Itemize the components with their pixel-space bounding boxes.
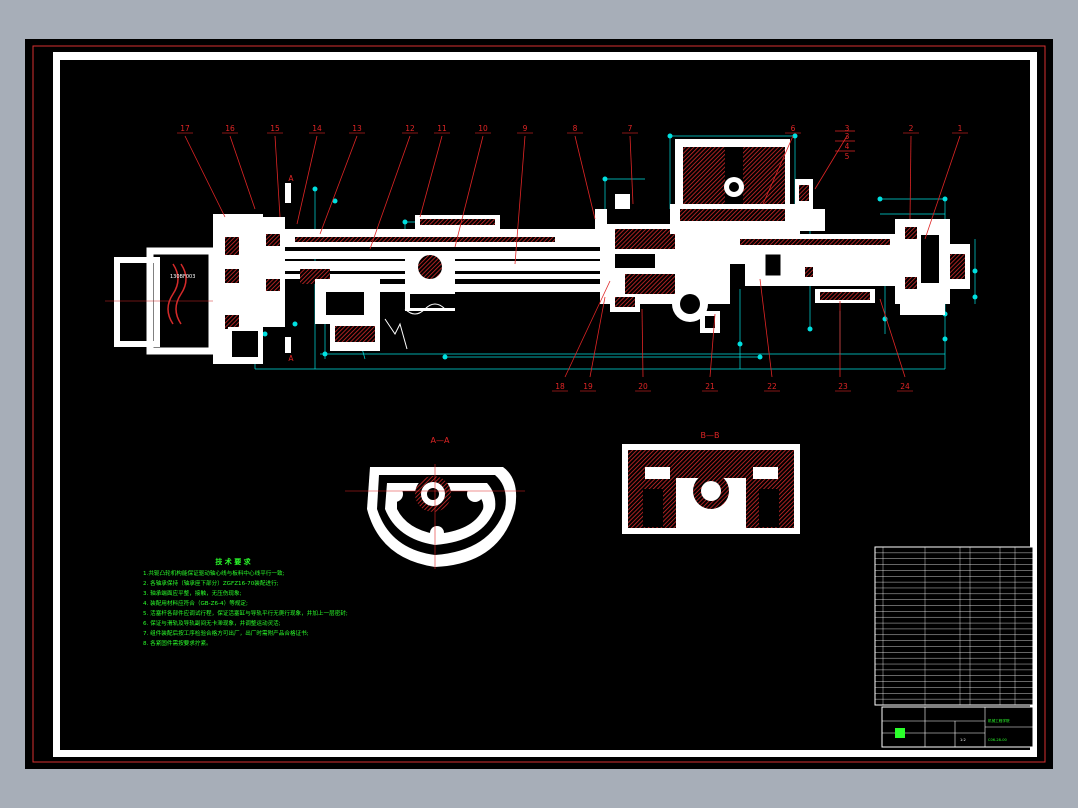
balloon-21: 21 bbox=[705, 382, 715, 391]
balloon-2: 2 bbox=[909, 124, 914, 133]
balloon-stack-5: 5 bbox=[845, 152, 850, 161]
notes-line: 6. 保证与滑轨及导轨副间无卡滞现象，并调整运动灵活; bbox=[143, 619, 281, 627]
technical-notes: 技 术 要 求 1.共轭凸轮机构能保证驱动轴心线与板料中心线平行一致; 2. 各… bbox=[143, 557, 348, 647]
notes-line: 1.共轭凸轮机构能保证驱动轴心线与板料中心线平行一致; bbox=[143, 569, 285, 577]
section-marker-bottom: A bbox=[288, 354, 294, 363]
balloon-9: 9 bbox=[523, 124, 528, 133]
cad-viewport[interactable]: 130BF003 bbox=[25, 39, 1053, 769]
balloon-10: 10 bbox=[478, 124, 488, 133]
cad-drawing: 130BF003 bbox=[32, 45, 1046, 763]
balloon-11: 11 bbox=[437, 124, 447, 133]
title-block: 机械工程学院 1:2 C06-28-00 bbox=[881, 706, 1034, 748]
section-marker-top: A bbox=[288, 174, 294, 183]
balloon-12: 12 bbox=[405, 124, 415, 133]
balloon-17: 17 bbox=[180, 124, 190, 133]
section-aa-title: A—A bbox=[431, 436, 450, 445]
main-assembly: 130BF003 bbox=[105, 124, 978, 392]
balloon-14: 14 bbox=[312, 124, 322, 133]
notes-line: 7. 组件装配后按工序检验合格方可出厂，出厂时需附产品合格证书; bbox=[143, 629, 309, 637]
scale-value: 1:2 bbox=[960, 738, 966, 742]
company-name: 机械工程学院 bbox=[988, 718, 1010, 723]
balloon-6: 6 bbox=[791, 124, 796, 133]
balloon-24: 24 bbox=[900, 382, 910, 391]
frame-inner bbox=[60, 60, 1030, 750]
balloon-16: 16 bbox=[225, 124, 235, 133]
notes-line: 3. 轴承端面应平整，接触，无压伤现象; bbox=[143, 589, 242, 597]
balloon-stack-4: 4 bbox=[845, 142, 850, 151]
balloon-13: 13 bbox=[352, 124, 362, 133]
balloon-20: 20 bbox=[638, 382, 648, 391]
balloon-stack-3: 3 bbox=[845, 132, 850, 141]
balloon-23: 23 bbox=[838, 382, 848, 391]
notes-line: 4. 装配用材料应符合（GB-Z6-4）等规定; bbox=[143, 599, 248, 607]
drawing-number: C06-28-00 bbox=[988, 738, 1008, 742]
balloon-19: 19 bbox=[583, 382, 593, 391]
svg-text:130BF003: 130BF003 bbox=[170, 274, 195, 280]
sheet-border bbox=[32, 45, 1046, 763]
balloon-8: 8 bbox=[573, 124, 578, 133]
parts-list bbox=[874, 546, 1034, 706]
section-aa: A—A bbox=[345, 436, 525, 569]
notes-line: 8. 各紧固件需按要求拧紧。 bbox=[143, 639, 212, 647]
notes-line: 2. 各轴承保持（轴承座下部分）ZGFZ16-70装配进行; bbox=[143, 579, 279, 587]
balloon-22: 22 bbox=[767, 382, 777, 391]
balloon-18: 18 bbox=[555, 382, 565, 391]
notes-line: 5. 活塞杆各部件应调试行程，保证活塞缸与导轨平行无爬行现象，并加上一层密封; bbox=[143, 609, 348, 617]
balloon-15: 15 bbox=[270, 124, 280, 133]
balloon-3: 3 bbox=[845, 124, 850, 133]
notes-title: 技 术 要 求 bbox=[215, 557, 251, 566]
section-bb-title: B—B bbox=[701, 431, 720, 440]
balloon-1: 1 bbox=[958, 124, 963, 133]
balloon-7: 7 bbox=[628, 124, 633, 133]
section-bb: B—B bbox=[622, 431, 800, 534]
